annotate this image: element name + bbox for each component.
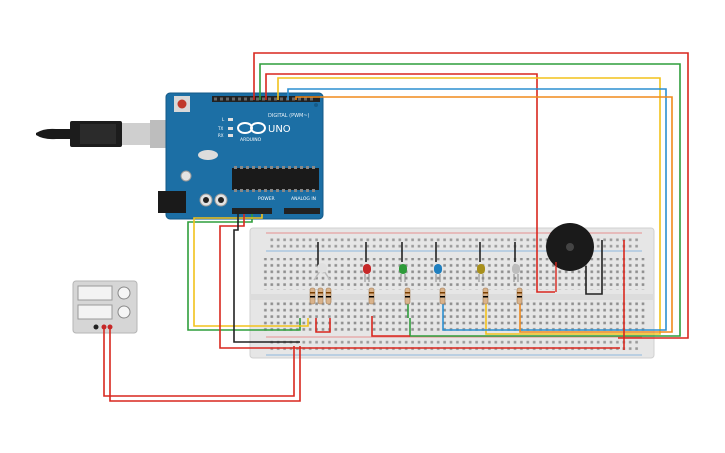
ground-jumpers[interactable] xyxy=(317,240,603,295)
analog-label: ANALOG IN xyxy=(291,196,316,202)
voltage-display xyxy=(77,285,113,301)
terminal-positive[interactable] xyxy=(101,324,107,330)
current-display xyxy=(77,304,113,320)
uno-label: UNO xyxy=(268,124,291,135)
rx-label: RX xyxy=(218,133,224,138)
terminal-strip-bottom[interactable] xyxy=(262,302,646,334)
analog-header xyxy=(284,208,320,214)
wires-digital[interactable] xyxy=(253,52,689,339)
resistors[interactable] xyxy=(309,287,523,305)
leds[interactable] xyxy=(313,263,520,282)
wires-power[interactable] xyxy=(187,214,620,349)
green-led[interactable] xyxy=(399,264,407,282)
current-knob[interactable] xyxy=(117,305,131,319)
breadboard[interactable] xyxy=(249,227,655,359)
red-led[interactable] xyxy=(363,264,371,282)
tx-label: TX xyxy=(217,126,223,131)
led-l-label: L xyxy=(222,117,225,122)
bottom-power-rail[interactable] xyxy=(268,339,640,352)
usb-cable[interactable] xyxy=(36,120,172,148)
blue-led[interactable] xyxy=(434,264,442,282)
power-jack xyxy=(158,191,186,213)
crystal-oscillator xyxy=(198,150,218,160)
usb-connector xyxy=(122,123,152,145)
power-header xyxy=(232,208,272,214)
supply-wires[interactable] xyxy=(103,329,301,402)
atmega-chip xyxy=(232,168,319,190)
capacitor xyxy=(180,170,192,182)
rgb-led[interactable] xyxy=(313,263,331,281)
voltage-knob[interactable] xyxy=(117,286,131,300)
arduino-brand: ARDUINO xyxy=(240,137,262,143)
yellow-led[interactable] xyxy=(477,264,485,282)
arduino-logo-icon xyxy=(237,122,266,134)
terminal-strip-top[interactable] xyxy=(262,258,646,290)
power-label: POWER xyxy=(258,196,275,202)
piezo-buzzer-icon[interactable] xyxy=(546,223,594,292)
power-supply-icon[interactable] xyxy=(72,280,138,334)
arduino-uno-board[interactable]: DIGITAL (PWM~) UNO ARDUINO L TX RX xyxy=(158,92,324,220)
white-led[interactable] xyxy=(512,264,520,282)
digital-label: DIGITAL (PWM~) xyxy=(268,113,310,119)
terminal-negative[interactable] xyxy=(93,324,99,330)
usb-cable-end xyxy=(36,128,72,140)
